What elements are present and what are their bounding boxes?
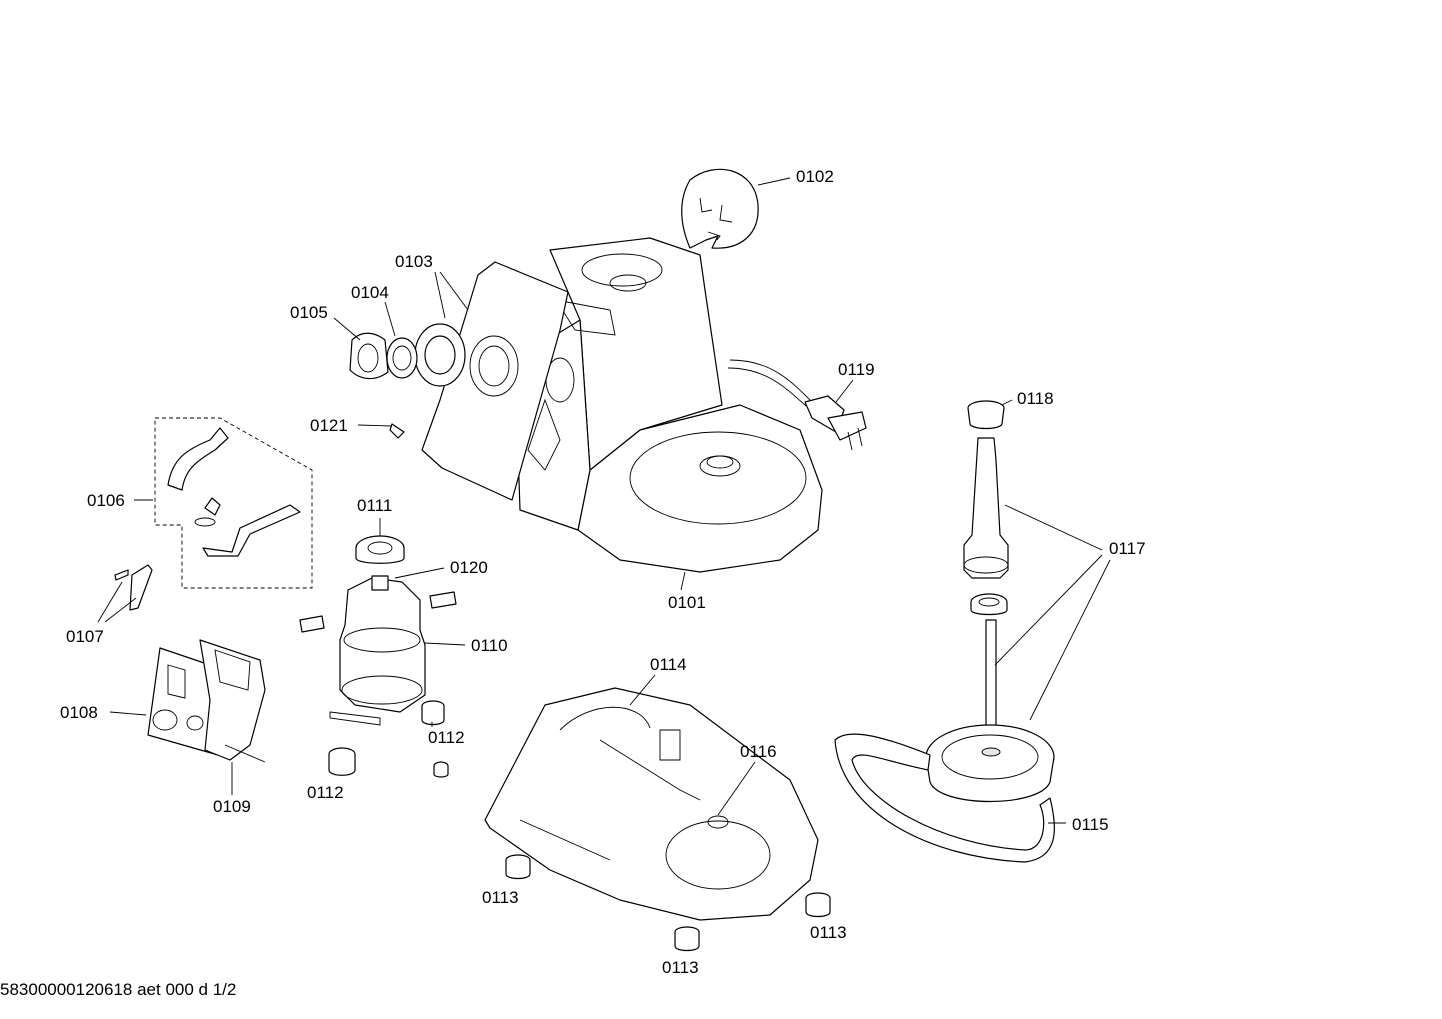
part-0117-spindle xyxy=(963,437,1009,753)
part-0115-belt xyxy=(834,733,1055,863)
part-0112-foot-a xyxy=(421,700,445,726)
part-0109-frame xyxy=(199,639,266,763)
label-0120: 0120 xyxy=(450,558,488,577)
label-0114: 0114 xyxy=(650,655,687,674)
part-labels: 0102 0103 0104 0105 0121 0106 0111 0120 … xyxy=(60,167,1146,977)
part-0111-ring xyxy=(355,535,405,564)
label-0115: 0115 xyxy=(1072,815,1109,834)
label-0118: 0118 xyxy=(1017,389,1054,408)
part-0121-screw xyxy=(389,423,405,439)
part-0118-cap xyxy=(967,400,1005,430)
label-0107: 0107 xyxy=(66,627,104,646)
part-0106-bracket-group xyxy=(154,417,313,589)
part-0113-foot-b xyxy=(805,892,831,918)
part-0113-foot-c xyxy=(674,926,700,952)
label-0117: 0117 xyxy=(1109,539,1146,558)
part-0120-clips xyxy=(299,591,457,633)
part-0113-foot-a xyxy=(505,854,531,880)
part-0101-housing xyxy=(514,237,823,573)
label-0110: 0110 xyxy=(471,636,508,655)
part-0103-front-panel xyxy=(421,261,569,501)
label-0113-c: 0113 xyxy=(662,958,699,977)
part-0112-nut xyxy=(433,761,449,778)
label-0113-b: 0113 xyxy=(810,923,847,942)
label-0112-b: 0112 xyxy=(307,783,344,802)
label-0105: 0105 xyxy=(290,303,328,322)
label-0121: 0121 xyxy=(310,416,348,435)
part-0112-foot-b xyxy=(328,747,356,776)
label-0113-a: 0113 xyxy=(482,888,519,907)
document-code: 58300000120618 aet 000 d 1/2 xyxy=(0,980,237,999)
label-0103: 0103 xyxy=(395,252,433,271)
part-0110-motor xyxy=(329,575,426,726)
part-0107-clips xyxy=(114,564,153,611)
label-0112-a: 0112 xyxy=(428,728,465,747)
leader-lines xyxy=(97,177,1111,824)
label-0106: 0106 xyxy=(87,491,125,510)
label-0111: 0111 xyxy=(357,496,392,515)
label-0116: 0116 xyxy=(740,742,777,761)
part-0104-ring xyxy=(414,323,466,387)
part-0105-drive-cone xyxy=(349,332,389,380)
label-0119: 0119 xyxy=(838,360,875,379)
part-0114-base xyxy=(484,687,819,921)
label-0104: 0104 xyxy=(351,283,389,302)
part-0117-pulley xyxy=(925,724,1055,802)
label-0109: 0109 xyxy=(213,797,251,816)
label-0102: 0102 xyxy=(796,167,834,186)
part-0119-plug xyxy=(804,395,867,451)
label-0108: 0108 xyxy=(60,703,98,722)
label-0101: 0101 xyxy=(668,593,706,612)
part-0108-circuit-board xyxy=(147,647,219,756)
part-0102-cover xyxy=(681,168,759,249)
part-0104-bearing xyxy=(386,337,418,379)
